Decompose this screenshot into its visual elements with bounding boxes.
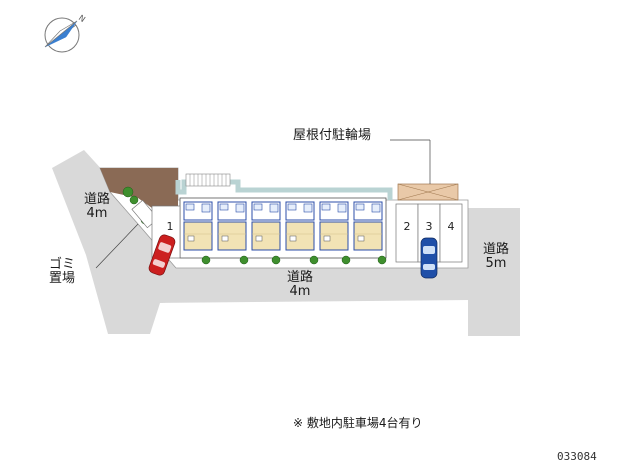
bicycle-parking-label: 屋根付駐輪場	[293, 128, 372, 143]
tree-icon	[201, 255, 387, 265]
road-right	[468, 208, 520, 336]
garbage-line2: 置場	[48, 271, 75, 286]
parking-number: 2	[404, 220, 411, 233]
road-bottom-width: 4m	[289, 284, 311, 299]
map-code: 033084	[557, 450, 597, 463]
parking-number: 3	[426, 220, 433, 233]
compass-icon: N	[44, 13, 87, 53]
parking-footnote: ※ 敷地内駐車場4台有り	[293, 416, 423, 430]
car-icon	[420, 237, 438, 279]
road-bottom	[150, 268, 470, 303]
apartment-unit	[285, 201, 315, 251]
car-icon	[148, 234, 176, 276]
garden-area	[100, 168, 178, 208]
road-right-name: 道路	[482, 242, 509, 257]
road-right-width: 5m	[485, 256, 507, 271]
apartment-unit	[183, 201, 213, 251]
road-left-label: 道路 4m	[80, 193, 114, 221]
parking-number: 4	[448, 220, 455, 233]
road-left-width: 4m	[86, 206, 108, 221]
apartment-unit	[217, 201, 247, 251]
garbage-line1: ゴミ	[48, 257, 75, 272]
parking-space	[439, 203, 463, 263]
garbage-leader	[95, 223, 139, 269]
north-label: N	[77, 13, 87, 24]
road-left-name: 道路	[83, 192, 110, 207]
apartment-unit	[251, 201, 281, 251]
garbage-area-label: ゴミ 置場	[45, 258, 79, 286]
road-bottom-label: 道路 4m	[280, 271, 320, 299]
road-right-label: 道路 5m	[478, 243, 514, 271]
parking-space	[395, 203, 419, 263]
apartment-unit	[353, 201, 383, 251]
road-bottom-name: 道路	[286, 270, 313, 285]
apartment-unit	[319, 201, 349, 251]
parking-number: 1	[167, 220, 174, 233]
